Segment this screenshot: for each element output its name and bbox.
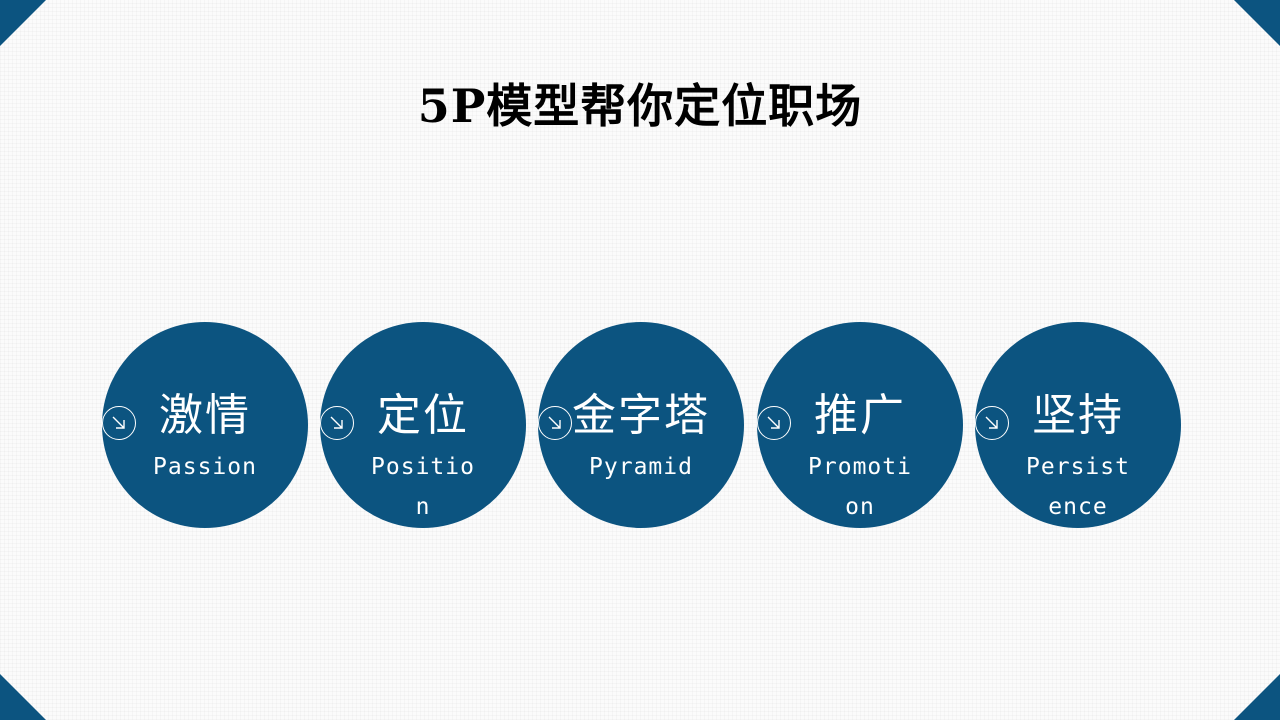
item-en-label: Pyramid xyxy=(589,454,693,480)
circle-promotion: 推广 Promotion xyxy=(757,322,963,528)
arrow-down-right-icon xyxy=(320,406,354,440)
item-cn-label: 定位 xyxy=(377,390,469,441)
circle-position: 定位 Position xyxy=(320,322,526,528)
arrow-down-right-icon xyxy=(102,406,136,440)
corner-decoration-bottom-right xyxy=(1234,674,1280,720)
item-cn-label: 激情 xyxy=(159,390,251,441)
item-en-label: Position xyxy=(371,454,475,520)
item-cn-label: 金字塔 xyxy=(572,390,710,441)
corner-decoration-top-right xyxy=(1234,0,1280,46)
item-en-label: Passion xyxy=(153,454,257,480)
item-en-label: Persistence xyxy=(1026,454,1130,520)
item-en-label: Promotion xyxy=(808,454,912,520)
corner-decoration-bottom-left xyxy=(0,674,46,720)
item-cn-label: 推广 xyxy=(814,390,906,441)
circle-passion: 激情 Passion xyxy=(102,322,308,528)
arrow-down-right-icon xyxy=(975,406,1009,440)
circle-pyramid: 金字塔 Pyramid xyxy=(538,322,744,528)
arrow-down-right-icon xyxy=(757,406,791,440)
item-cn-label: 坚持 xyxy=(1032,390,1124,441)
circle-persistence: 坚持 Persistence xyxy=(975,322,1181,528)
slide-title: 5P模型帮你定位职场 xyxy=(417,79,863,133)
arrow-down-right-icon xyxy=(538,406,572,440)
corner-decoration-top-left xyxy=(0,0,46,46)
